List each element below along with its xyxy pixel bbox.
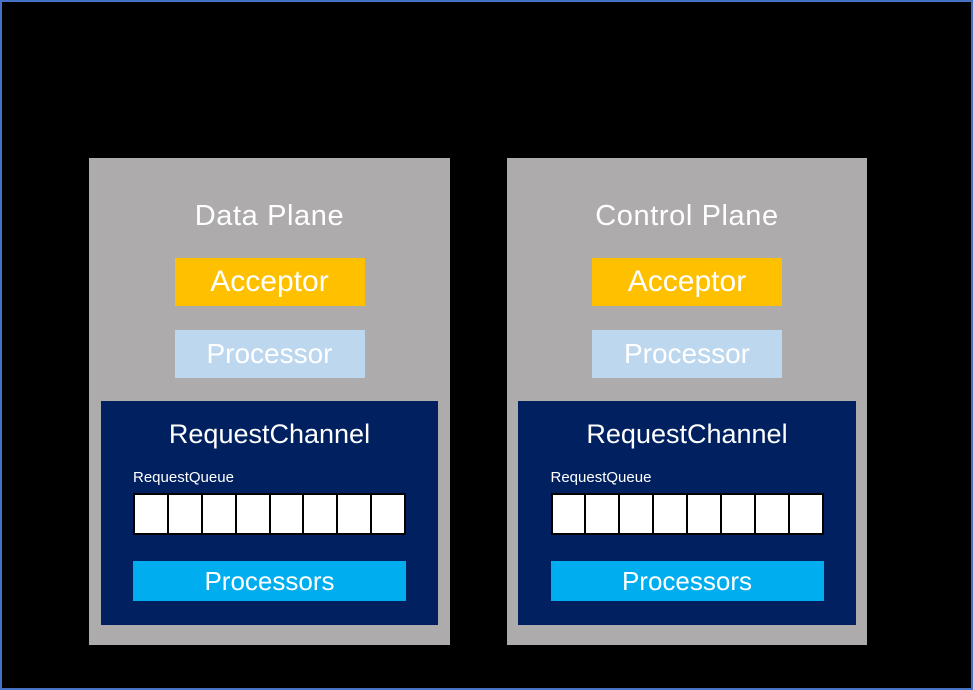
acceptor-label: Acceptor bbox=[210, 265, 329, 298]
processor-box-control-plane[interactable]: Processor bbox=[592, 330, 782, 378]
request-queue-cell bbox=[753, 493, 790, 535]
panel-title-control-plane: Control Plane bbox=[595, 200, 779, 232]
acceptor-box-data-plane[interactable]: Acceptor bbox=[174, 258, 365, 306]
processors-label: Processors bbox=[204, 566, 335, 596]
request-queue-cell bbox=[336, 493, 373, 535]
panel-title-data-plane: Data Plane bbox=[194, 200, 345, 232]
panel-control-plane[interactable]: Control Plane Acceptor Processor Request… bbox=[507, 158, 867, 645]
request-queue-row bbox=[550, 493, 824, 535]
request-channel-title: RequestChannel bbox=[586, 419, 788, 449]
request-queue-cell bbox=[166, 493, 203, 535]
request-queue-row bbox=[133, 493, 406, 535]
request-channel-control-plane[interactable]: RequestChannel RequestQueue Processors bbox=[518, 401, 856, 625]
processors-bar-data-plane[interactable]: Processors bbox=[133, 561, 406, 601]
processor-label: Processor bbox=[206, 338, 333, 369]
panel-data-plane[interactable]: Data Plane Acceptor Processor RequestCha… bbox=[89, 158, 450, 645]
acceptor-label: Acceptor bbox=[627, 265, 747, 298]
request-queue-cell bbox=[133, 493, 169, 535]
request-queue-cell bbox=[234, 493, 271, 535]
request-queue-block: RequestQueue bbox=[133, 470, 406, 535]
request-queue-block: RequestQueue bbox=[550, 469, 824, 535]
request-queue-cell bbox=[787, 493, 824, 535]
request-queue-cell bbox=[584, 493, 621, 535]
request-channel-data-plane[interactable]: RequestChannel RequestQueue Processors bbox=[101, 401, 438, 625]
request-queue-cell bbox=[686, 493, 722, 535]
processors-label: Processors bbox=[621, 566, 753, 596]
request-queue-cell bbox=[302, 493, 339, 535]
request-queue-label: RequestQueue bbox=[133, 469, 234, 486]
request-channel-title: RequestChannel bbox=[168, 419, 371, 449]
processors-bar-control-plane[interactable]: Processors bbox=[550, 561, 824, 601]
request-queue-cell bbox=[719, 493, 756, 535]
request-queue-label: RequestQueue bbox=[550, 469, 652, 486]
request-queue-cell bbox=[370, 493, 406, 535]
request-queue-cell bbox=[268, 493, 305, 535]
request-queue-cell bbox=[618, 493, 655, 535]
acceptor-box-control-plane[interactable]: Acceptor bbox=[592, 258, 782, 306]
request-queue-cell bbox=[550, 493, 587, 535]
processor-label: Processor bbox=[623, 338, 751, 369]
request-queue-cell bbox=[200, 493, 237, 535]
request-queue-cell bbox=[652, 493, 688, 535]
processor-box-data-plane[interactable]: Processor bbox=[174, 330, 365, 378]
